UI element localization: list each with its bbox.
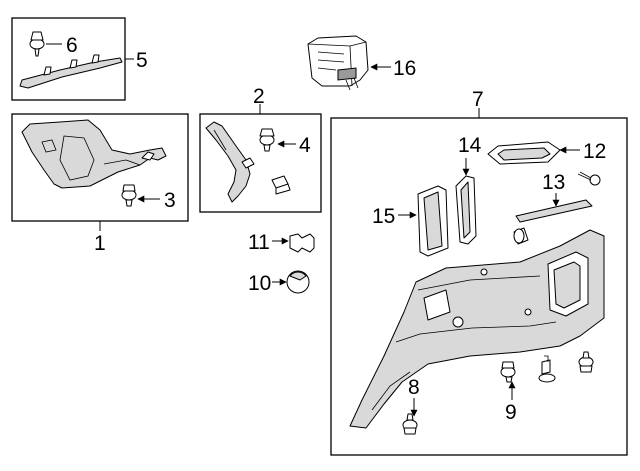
part-9-clip[interactable]: [500, 361, 516, 383]
callout-15: 15: [372, 205, 395, 228]
part-2-pillar-trim[interactable]: [205, 121, 255, 203]
callout-5: 5: [136, 49, 148, 72]
part-11-retainer[interactable]: [289, 233, 315, 253]
callout-14: 14: [458, 134, 482, 157]
part-5-garnish-strip[interactable]: [19, 54, 123, 89]
part-4-bracket[interactable]: [271, 175, 291, 195]
part-12-tray[interactable]: [487, 141, 561, 165]
part-13-screw[interactable]: [577, 171, 601, 186]
callout-12: 12: [583, 140, 606, 163]
part-8-clip[interactable]: [402, 413, 418, 435]
part-grommet[interactable]: [513, 227, 529, 245]
part-16-module[interactable]: [307, 35, 369, 91]
callout-7: 7: [472, 88, 484, 111]
callout-6: 6: [66, 34, 78, 57]
callout-1: 1: [94, 232, 106, 255]
callout-8: 8: [408, 376, 420, 399]
group-5-6: 6 5: [11, 17, 148, 101]
callout-9: 9: [505, 401, 517, 424]
callout-3: 3: [164, 189, 176, 212]
part-push-clip[interactable]: [578, 351, 594, 373]
part-10-cap[interactable]: [286, 270, 310, 294]
group-7: 7 12 13 14 15: [330, 88, 628, 456]
part-6-clip[interactable]: [29, 31, 45, 57]
group-1-3: 3 1: [11, 113, 189, 255]
part-4-clip[interactable]: [259, 128, 275, 152]
part-14-handle[interactable]: [455, 175, 477, 245]
callout-4: 4: [299, 134, 311, 157]
callout-2: 2: [253, 85, 265, 108]
callout-11: 11: [248, 231, 270, 254]
group-2-4: 2 4: [199, 85, 322, 213]
part-bolt[interactable]: [538, 355, 556, 383]
part-3-clip[interactable]: [121, 184, 137, 207]
part-13-strip[interactable]: [515, 199, 593, 223]
callout-10: 10: [248, 272, 271, 295]
part-1-pillar-trim[interactable]: [21, 119, 167, 189]
callout-16: 16: [393, 57, 416, 80]
callout-13: 13: [542, 171, 565, 194]
part-7-quarter-trim-panel[interactable]: [349, 229, 605, 429]
part-15-cover[interactable]: [417, 185, 449, 257]
